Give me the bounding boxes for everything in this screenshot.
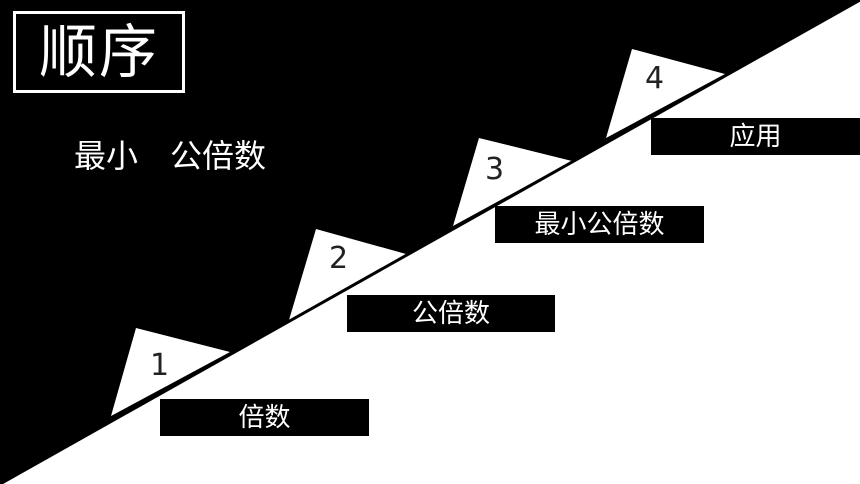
step-1-number: 1 bbox=[150, 348, 170, 383]
step-2-flag bbox=[289, 229, 406, 320]
page-subtitle: 最小 公倍数 bbox=[74, 137, 267, 175]
step-2-number: 2 bbox=[329, 241, 349, 276]
step-3-label: 最小公倍数 bbox=[495, 206, 704, 243]
step-3-flag bbox=[453, 138, 572, 226]
step-2-label: 公倍数 bbox=[347, 295, 555, 332]
step-3-number: 3 bbox=[485, 152, 505, 187]
page-title: 顺序 bbox=[13, 11, 185, 93]
step-4-number: 4 bbox=[645, 61, 665, 96]
step-4-flag bbox=[606, 49, 725, 138]
step-1-label: 倍数 bbox=[160, 399, 369, 436]
step-1-flag bbox=[111, 328, 230, 416]
step-4-label: 应用 bbox=[651, 118, 860, 155]
